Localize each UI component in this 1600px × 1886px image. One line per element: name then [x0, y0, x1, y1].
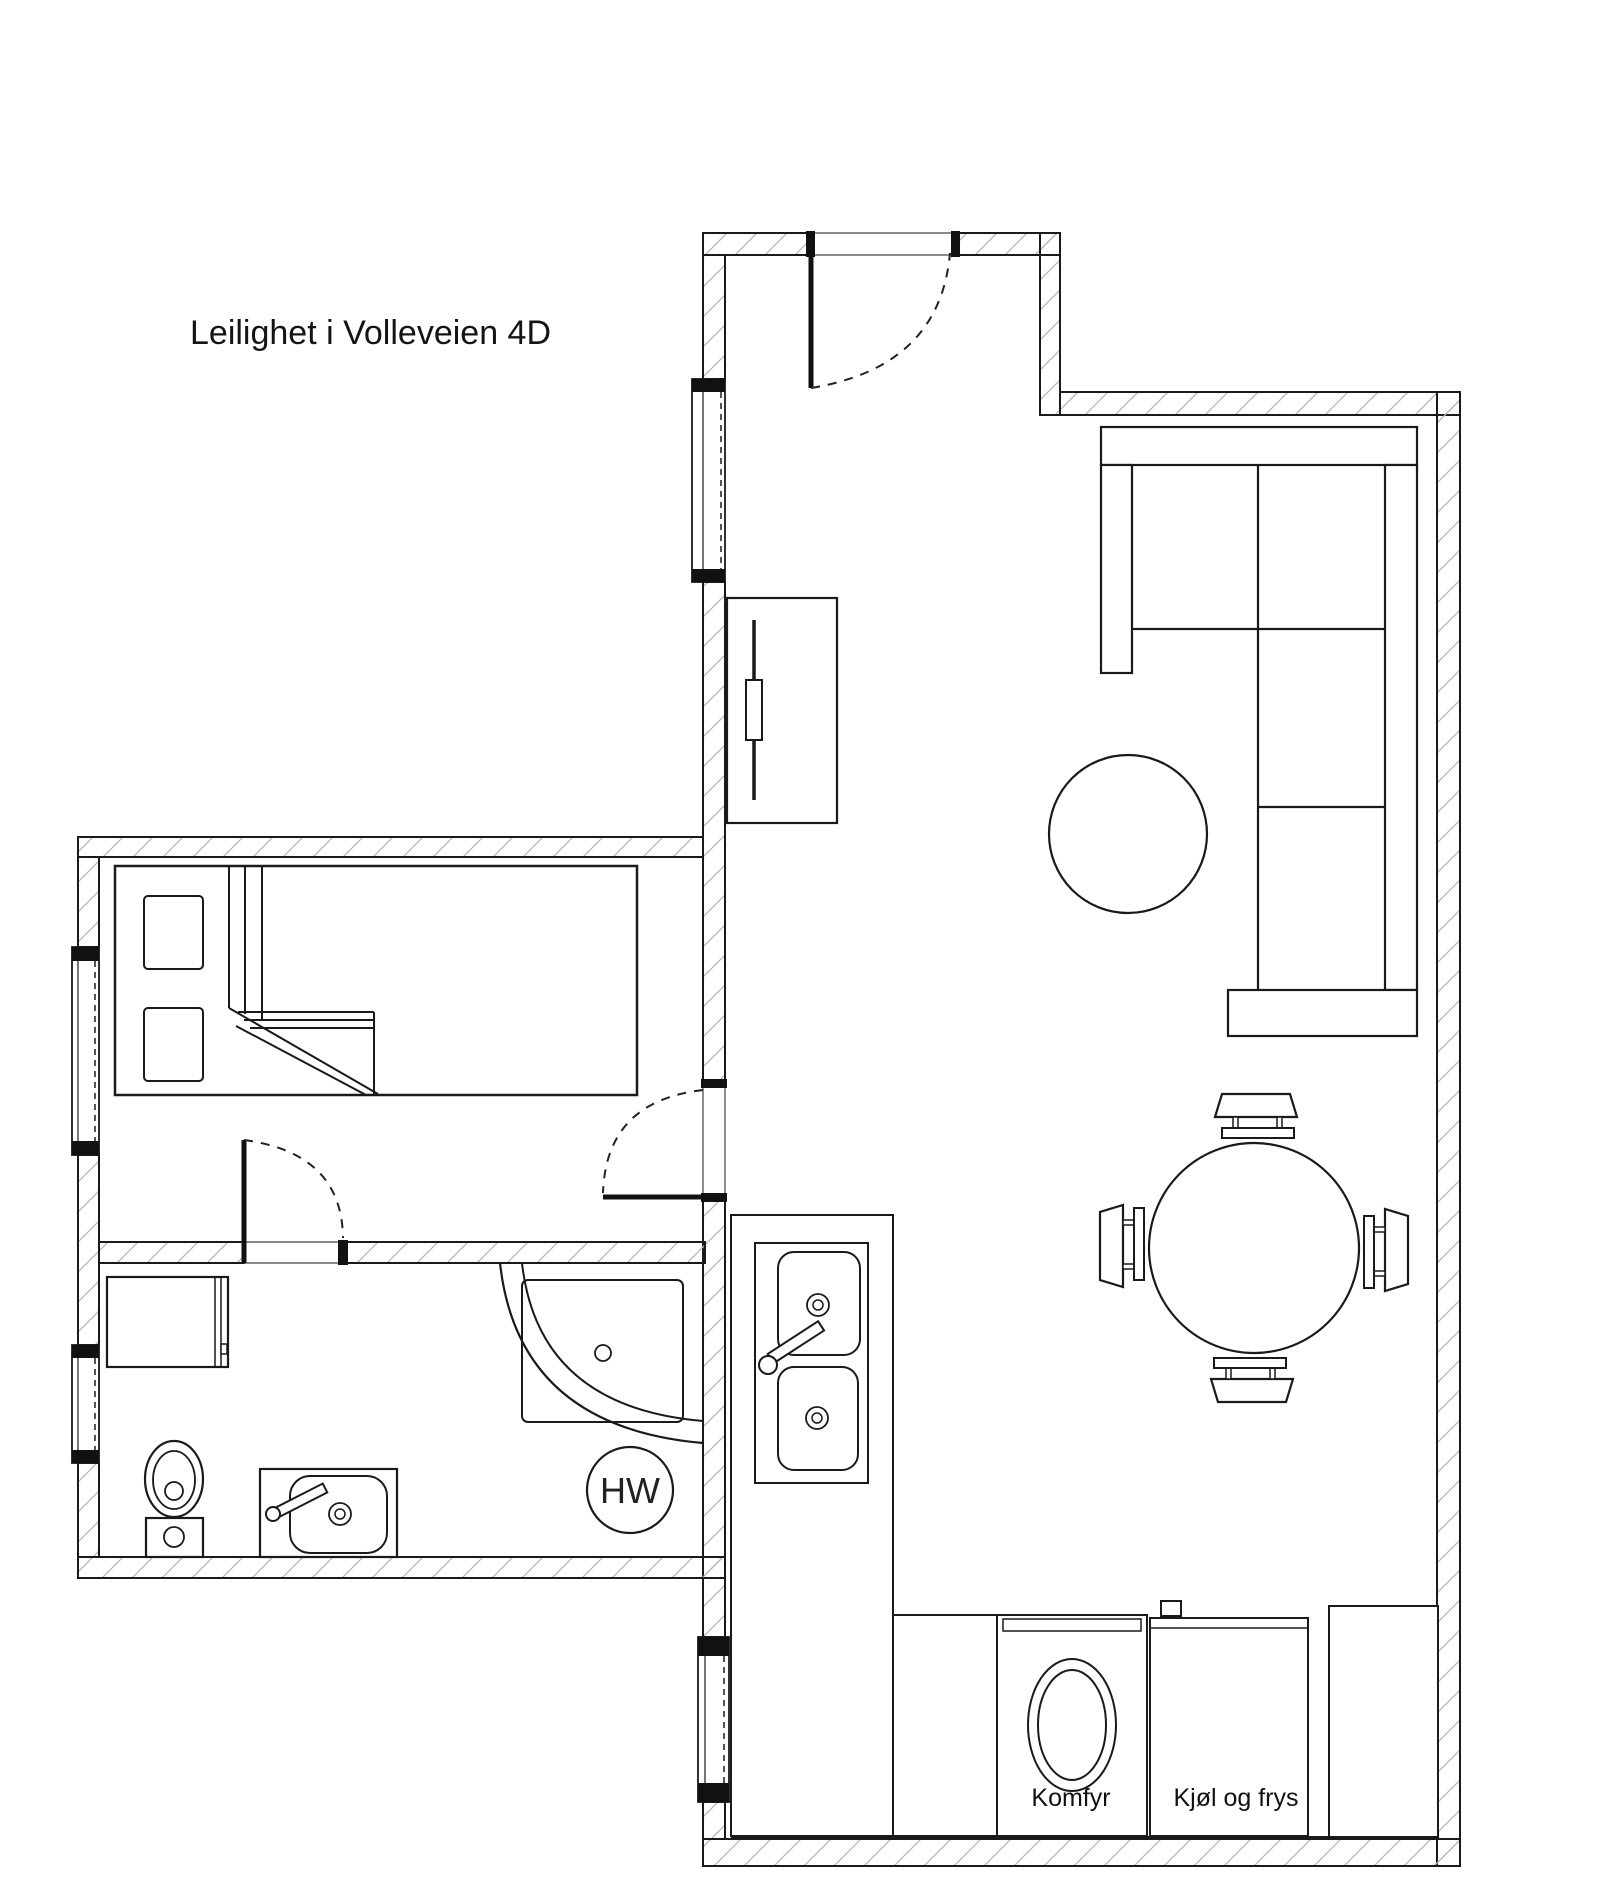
- door-swing-arc: [810, 252, 951, 389]
- sofa-seat-lines: [1132, 465, 1385, 990]
- stove-burner: [1037, 1669, 1107, 1781]
- washing-machine: [105, 1275, 230, 1369]
- coffee-table: [1047, 753, 1209, 915]
- faucet: [758, 1355, 778, 1375]
- bathroom: [105, 1262, 704, 1559]
- wall-hall-1: [702, 254, 726, 380]
- hall-window: [691, 378, 726, 583]
- bedroom-window: [71, 946, 100, 1156]
- wall-upper-right-horizontal: [1059, 391, 1461, 416]
- stove: [996, 1614, 1148, 1837]
- fridge-hinge: [1160, 1600, 1182, 1617]
- wall-left-2: [77, 1154, 100, 1346]
- washer-handle: [220, 1343, 228, 1355]
- bathroom-door: [241, 1139, 348, 1265]
- kitchen-counter-right: [1328, 1605, 1439, 1838]
- pillow: [143, 1007, 204, 1082]
- sofa-bottom-armrest: [1226, 988, 1419, 1038]
- water-heater-label: HW: [600, 1470, 660, 1511]
- window-cap: [72, 1450, 99, 1463]
- door-thresholds: [244, 232, 955, 1264]
- shower-rim-outer: [498, 1262, 704, 1445]
- tv-stand: [745, 679, 763, 741]
- dining-chair: [1213, 1092, 1299, 1139]
- kitchen-window: [697, 1636, 730, 1803]
- door-jamb: [951, 231, 960, 257]
- fridge-label: Kjøl og frys: [1173, 1784, 1298, 1812]
- corner-shower: [498, 1262, 704, 1445]
- duvet-fold: [228, 866, 379, 1096]
- wall-bed-bath-right: [342, 1241, 706, 1264]
- dining-chair: [1098, 1203, 1146, 1289]
- toilet: [143, 1439, 205, 1559]
- wall-hall-4: [702, 1801, 726, 1840]
- door-swing-arc: [243, 1139, 344, 1239]
- sink-drain: [334, 1508, 346, 1520]
- door-jamb: [701, 1079, 727, 1088]
- walls: [77, 232, 1461, 1867]
- kitchen: [730, 1214, 1439, 1840]
- kitchen-counter-bottom-segment: [892, 1614, 998, 1837]
- sink-drain: [812, 1299, 824, 1311]
- window-cap: [698, 1637, 729, 1656]
- sofa-backrest: [1099, 425, 1419, 467]
- window-cap: [698, 1783, 729, 1802]
- wall-bottom: [702, 1838, 1461, 1867]
- tv-bench-outline: [725, 596, 839, 825]
- sink-drain: [811, 1412, 823, 1424]
- wall-right: [1436, 391, 1461, 1867]
- sofa: [1099, 425, 1419, 1038]
- sofa-left-armrest: [1099, 463, 1134, 675]
- wall-bathroom-bottom: [77, 1556, 726, 1579]
- shower-rim-inner: [521, 1262, 704, 1422]
- kitchen-sink-unit: [754, 1242, 869, 1484]
- wall-left-1: [77, 856, 100, 948]
- wall-hall-2: [702, 581, 726, 1086]
- dining-set: [1098, 1092, 1410, 1404]
- faucet: [265, 1506, 281, 1522]
- wall-step-vertical: [1039, 232, 1061, 416]
- dining-chair: [1362, 1207, 1410, 1293]
- bedroom-door: [602, 1079, 727, 1202]
- wall-bed-bath-left: [98, 1241, 245, 1264]
- door-jamb: [701, 1193, 727, 1202]
- door-swing-arc: [602, 1089, 704, 1194]
- wall-bedroom-top: [77, 836, 704, 858]
- bed: [113, 864, 639, 1097]
- pillow: [143, 895, 204, 970]
- wall-top-left-of-door: [702, 232, 812, 256]
- window-cap: [692, 379, 725, 392]
- stove-label: Komfyr: [1031, 1784, 1110, 1812]
- dining-chair: [1209, 1356, 1295, 1404]
- fridge: [1149, 1600, 1309, 1837]
- bathroom-window: [71, 1344, 100, 1464]
- bathroom-sink: [258, 1467, 399, 1559]
- window-cap: [72, 947, 99, 961]
- water-heater: [585, 1445, 675, 1535]
- door-jamb: [806, 231, 815, 257]
- sofa-right-armrest: [1383, 463, 1419, 992]
- dining-table: [1147, 1141, 1361, 1355]
- entry-door: [806, 231, 960, 389]
- shower-drain: [594, 1344, 612, 1362]
- window-cap: [72, 1141, 99, 1155]
- door-jamb: [338, 1240, 348, 1265]
- page-title: Leilighet i Volleveien 4D: [190, 314, 551, 352]
- window-cap: [72, 1345, 99, 1358]
- window-cap: [692, 569, 725, 582]
- tv-bench: [725, 596, 839, 825]
- flush-button: [163, 1526, 185, 1548]
- wall-left-3: [77, 1462, 100, 1558]
